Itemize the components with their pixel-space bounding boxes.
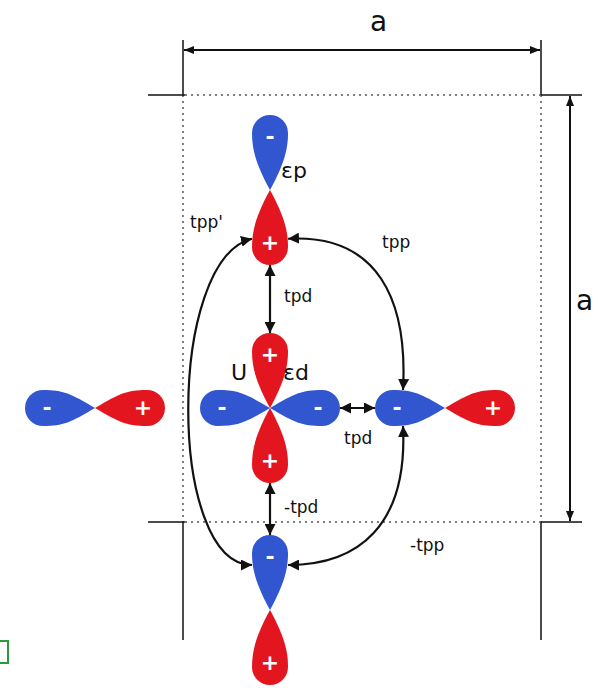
orbital-lobe: - — [25, 390, 95, 426]
phase-sign: + — [484, 397, 502, 419]
phase-sign: - — [217, 397, 226, 419]
phase-sign: - — [392, 397, 401, 419]
orbital-lobe: + — [252, 610, 288, 685]
energy-label: εp — [281, 158, 307, 184]
orbital-lobe: - — [200, 390, 270, 426]
phase-sign: + — [134, 397, 152, 419]
energy-label: εd — [283, 360, 309, 386]
orbital-lobe: + — [252, 408, 288, 483]
lobe-shape — [270, 390, 340, 426]
orbital-lobe: - — [375, 390, 445, 426]
phase-sign: + — [261, 344, 279, 366]
orbital-lobe: - — [270, 390, 340, 426]
phase-sign: + — [261, 232, 279, 254]
hopping-label: tpp — [380, 232, 412, 252]
phase-sign: - — [265, 546, 274, 568]
lobe-shape — [375, 390, 445, 426]
orbital-lobe: + — [252, 333, 288, 408]
hopping-label: -tpd — [282, 497, 320, 517]
phase-sign: + — [261, 652, 279, 674]
hopping-label: -tpp — [408, 535, 446, 555]
hopping-label: tpd — [282, 286, 314, 306]
lobe-shape — [200, 390, 270, 426]
lobe-shape — [25, 390, 95, 426]
phase-sign: - — [313, 397, 322, 419]
dimension-label: a — [576, 285, 593, 317]
hopping-label: tpp' — [188, 212, 225, 232]
dimension-label: a — [370, 6, 387, 38]
interaction-label: U — [231, 360, 247, 386]
lobe-shape — [95, 390, 165, 426]
orbital-lobe: - — [252, 535, 288, 610]
hopping-arrow — [340, 407, 375, 409]
orbital-lobe: + — [445, 390, 515, 426]
orbital-lobe: + — [252, 190, 288, 265]
hopping-arrow — [269, 483, 271, 535]
phase-sign: - — [42, 397, 51, 419]
hopping-label: tpd — [342, 428, 374, 448]
orbital-lobe: + — [95, 390, 165, 426]
phase-sign: + — [261, 450, 279, 472]
hopping-arrow — [269, 265, 271, 333]
lobe-shape — [445, 390, 515, 426]
phase-sign: - — [265, 126, 274, 148]
hopping-arrow — [288, 426, 403, 565]
